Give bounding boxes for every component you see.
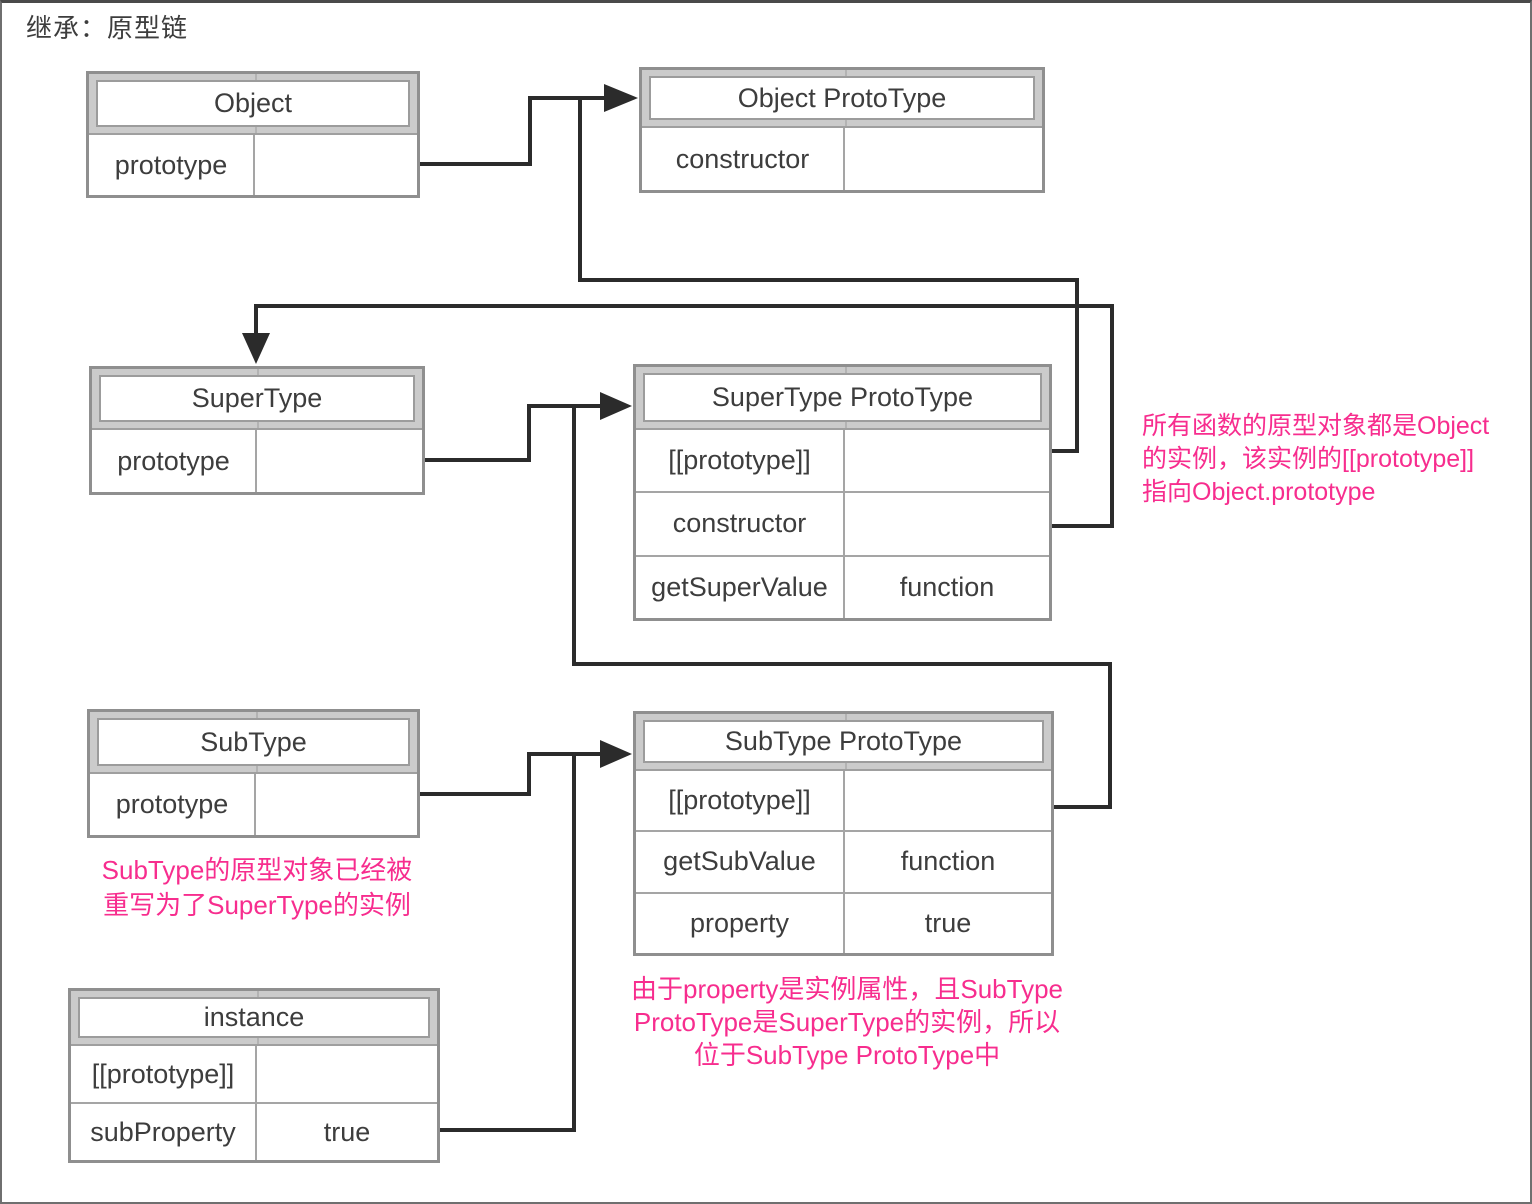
table-row: property true [636,893,1051,953]
arrowhead-right-icon [604,84,638,112]
row-value [257,430,422,492]
box-object-title: Object [96,80,410,127]
connector-wires [242,84,1114,1132]
box-object-prototype-title: Object ProtoType [649,76,1035,120]
arrow-supertype-prototype-to-superproto [425,392,632,462]
table-row: prototype [89,135,417,195]
table-row: subProperty true [71,1104,437,1160]
row-name: constructor [642,128,845,190]
arrow-object-prototype-to-object-prototype-box [420,84,638,166]
annotation-object-instance: 所有函数的原型对象都是Object 的实例，该实例的[[prototype]] … [1142,410,1530,509]
box-supertype-prototype-header: SuperType ProtoType [636,367,1049,430]
box-supertype-title: SuperType [99,375,415,422]
annotation-line: 重写为了SuperType的实例 [103,890,411,920]
box-instance: instance [[prototype]] subProperty true [68,988,440,1163]
wire-subproto-prototype-to-superproto [572,406,1112,809]
row-value [845,771,1051,830]
row-value: true [323,1116,371,1147]
row-value: function [900,846,996,877]
arrowhead-right-icon [600,392,632,420]
arrow-subtype-prototype-to-subproto [420,740,632,796]
box-object-prototype-header: Object ProtoType [642,70,1042,128]
box-object-header: Object [89,74,417,135]
arrowhead-down-icon [242,333,270,364]
row-name: [[prototype]] [636,430,845,492]
table-row: constructor [642,128,1042,190]
row-value [845,430,1049,491]
annotation-line: ProtoType是SuperType的实例，所以 [633,1007,1061,1037]
arrowhead-right-icon [600,740,632,768]
table-row: [[prototype]] [71,1046,437,1104]
box-object-prototype: Object ProtoType constructor [639,67,1045,193]
box-supertype-header: SuperType [92,369,422,430]
annotation-line: 指向Object.prototype [1142,478,1376,506]
row-name: constructor [636,493,845,555]
box-subtype: SubType prototype [87,709,420,838]
box-object: Object prototype [86,71,420,198]
annotation-line: SubType的原型对象已经被 [101,855,413,885]
table-row: prototype [90,774,417,835]
row-name: subProperty [71,1104,257,1160]
box-supertype: SuperType prototype [89,366,425,495]
row-name: prototype [92,430,257,492]
row-name: prototype [90,774,256,835]
box-subtype-prototype-title: SubType ProtoType [643,720,1044,763]
annotation-subtype-rewrite: SubType的原型对象已经被 重写为了SuperType的实例 [87,853,427,923]
arrow-superproto-constructor-to-supertype [242,304,1114,528]
row-name: [[prototype]] [636,771,845,831]
row-name: getSuperValue [636,556,845,618]
box-subtype-title: SubType [97,718,410,766]
annotation-line: 位于SubType ProtoType中 [693,1040,1001,1070]
table-row: prototype [92,430,422,492]
row-value [256,774,417,835]
wire-superproto-prototype-to-objectproto [578,98,1079,453]
row-name: [[prototype]] [71,1046,257,1102]
page-title: 继承：原型链 [26,13,189,43]
row-value [255,135,417,195]
annotation-line: 的实例，该实例的[[prototype]] [1142,445,1475,473]
table-row: getSubValue function [636,832,1051,894]
row-name: prototype [89,135,255,195]
row-value: function [899,571,995,602]
annotation-property-location: 由于property是实例属性，且SubType ProtoType是Super… [617,973,1077,1072]
wire-instance-to-subproto [440,754,576,1132]
box-instance-header: instance [71,991,437,1046]
row-value [257,1046,437,1102]
table-row: getSuperValue function [636,556,1049,618]
box-subtype-prototype: SubType ProtoType [[prototype]] getSubVa… [633,711,1054,956]
row-value: true [924,907,972,938]
table-row: [[prototype]] [636,771,1051,833]
row-name: getSubValue [636,832,845,892]
box-supertype-prototype-title: SuperType ProtoType [643,373,1042,422]
table-row: [[prototype]] [636,430,1049,494]
row-value [845,128,1042,190]
row-value [845,493,1049,554]
box-subtype-prototype-header: SubType ProtoType [636,714,1051,771]
annotation-line: 由于property是实例属性，且SubType [630,974,1063,1004]
box-subtype-header: SubType [90,712,417,774]
box-supertype-prototype: SuperType ProtoType [[prototype]] constr… [633,364,1052,621]
row-name: property [636,893,845,953]
table-row: constructor [636,493,1049,557]
box-instance-title: instance [78,997,430,1038]
annotation-line: 所有函数的原型对象都是Object [1142,412,1490,440]
